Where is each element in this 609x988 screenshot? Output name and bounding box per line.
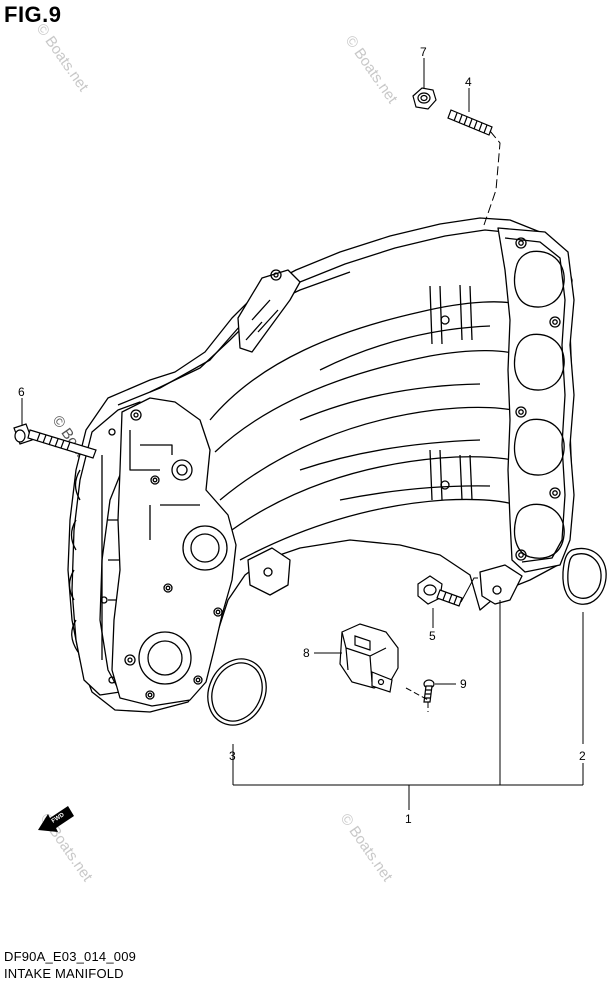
part-9-screw <box>423 679 435 703</box>
part-5-bolt <box>417 575 463 607</box>
callout-5: 5 <box>429 629 436 643</box>
callout-6: 6 <box>18 385 25 399</box>
part-8-sensor <box>339 623 399 693</box>
watermark-top-left: © Boats.net <box>33 21 92 96</box>
callouts: 7 4 6 5 8 9 3 2 1 <box>18 45 586 826</box>
callout-4: 4 <box>465 75 472 89</box>
callout-9: 9 <box>460 677 467 691</box>
model-code-caption: DF90A_E03_014_009 <box>4 949 137 964</box>
callout-1: 1 <box>405 812 412 826</box>
callout-3: 3 <box>229 749 236 763</box>
part-6-bolt <box>13 423 97 459</box>
callout-2: 2 <box>579 749 586 763</box>
callout-8: 8 <box>303 646 310 660</box>
fwd-arrow-icon: FWD <box>38 806 74 832</box>
part-2-gasket <box>562 547 607 605</box>
figure-title: FIG.9 <box>4 2 62 27</box>
watermark-bottom-right: © Boats.net <box>337 811 396 886</box>
part-3-o-ring <box>207 658 267 726</box>
leader-lines <box>21 58 584 810</box>
part-4-stud <box>447 109 493 136</box>
intake-manifold <box>67 217 575 713</box>
callout-7: 7 <box>420 45 427 59</box>
part-name-caption: INTAKE MANIFOLD <box>4 966 124 981</box>
watermark-top-right: © Boats.net <box>342 33 401 108</box>
part-7-nut <box>412 87 437 110</box>
